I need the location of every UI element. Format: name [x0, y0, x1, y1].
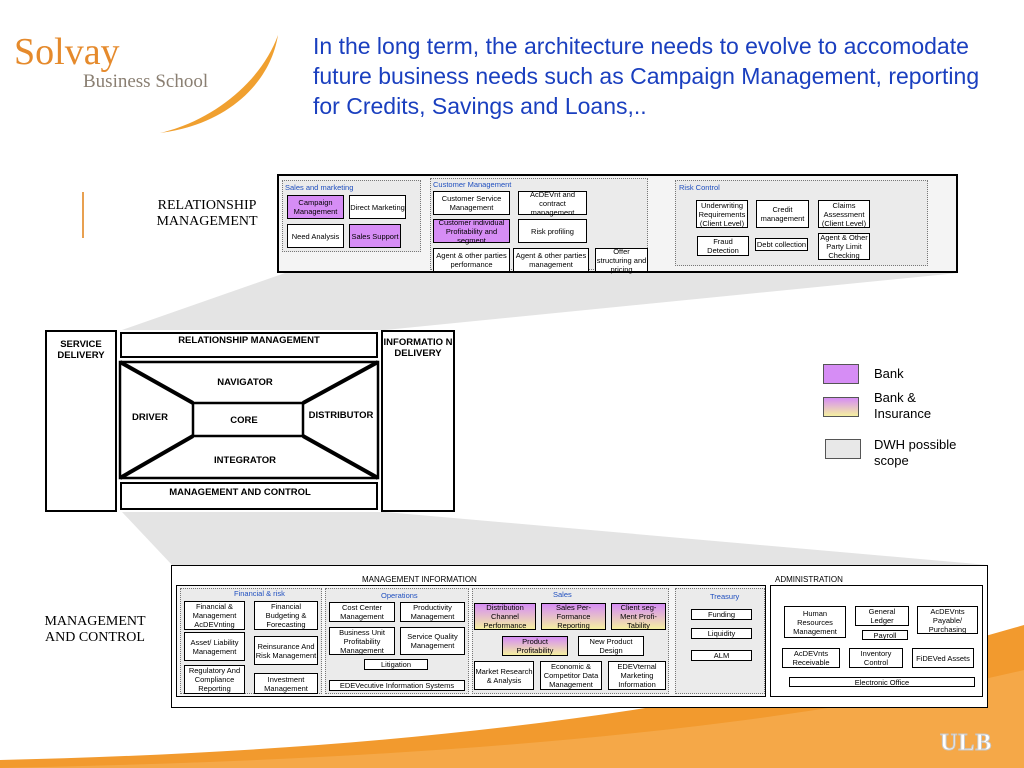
legend-dwh-swatch [825, 439, 861, 459]
need-analysis-box: Need Analysis [287, 224, 344, 248]
client-segment-box: Client seg- Ment Profi- Tability [611, 603, 666, 630]
customer-profitability-box: Customer individual Profitability and se… [433, 218, 510, 245]
payable-box: AcDEVnts Payable/ Purchasing [917, 606, 978, 634]
customer-management-label: Customer Management [433, 180, 512, 189]
product-profitability-box: Product Profitability [502, 636, 568, 656]
agent-management-box: Agent & other parties management [513, 248, 589, 272]
sales-marketing-label: Sales and marketing [285, 183, 354, 192]
label-relationship-management: RELATIONSHIP MANAGEMENT [156, 198, 258, 229]
legend-dwh-label: DWH possible scope [874, 437, 957, 468]
integrator-label: INTEGRATOR [214, 455, 276, 466]
regulatory-box: Regulatory And Compliance Reporting [184, 665, 245, 694]
orange-wave-2 [0, 670, 1024, 768]
hr-box: Human Resources Management [784, 606, 846, 638]
payroll-box: Payroll [862, 630, 908, 640]
contract-management-box: AcDEVnt and contract management [518, 190, 587, 217]
slide-title: In the long term, the architecture needs… [313, 33, 980, 119]
new-product-box: New Product Design [578, 636, 644, 656]
eis-box: EDEVecutive Information Systems [329, 680, 465, 691]
direct-marketing-box: Direct Marketing [349, 195, 406, 219]
agent-limit-box: Agent & Other Party Limit Checking [818, 233, 870, 260]
administration-label: ADMINISTRATION [775, 575, 843, 584]
funding-box: Funding [691, 609, 752, 620]
debt-collection-box: Debt collection [755, 238, 808, 251]
sales-label: Sales [553, 590, 572, 599]
distribution-box: Distribution Channel Performance [474, 603, 536, 630]
economic-data-box: Economic & Competitor Data Management [540, 661, 602, 690]
litigation-box: Litigation [364, 659, 428, 670]
market-research-box: Market Research & Analysis [474, 661, 534, 690]
legend-bank-label: Bank [874, 366, 904, 381]
core-frame [118, 360, 380, 480]
operations-label: Operations [381, 591, 418, 600]
external-marketing-box: EDEVternal Marketing Information [608, 661, 666, 690]
claims-assessment-box: Claims Assessment (Client Level) [818, 200, 870, 228]
alm-box: ALM [691, 650, 752, 661]
campaign-management-box: Campaign Management [287, 195, 344, 219]
receivable-box: AcDEVnts Receivable [782, 648, 840, 668]
asset-liability-box: Asset/ Liability Management [184, 632, 245, 661]
customer-service-box: Customer Service Management [433, 191, 510, 215]
logo-name: Solvay [14, 31, 120, 73]
zoom-band-bottom [122, 512, 988, 565]
sales-performance-box: Sales Per- Formance Reporting [541, 603, 606, 630]
zoom-band-top [122, 273, 958, 330]
investment-box: Investment Management [254, 673, 318, 694]
service-delivery-label: SERVICE DELIVERY [57, 339, 105, 361]
relationship-management-bar [120, 332, 378, 358]
fraud-detection-box: Fraud Detection [697, 236, 749, 256]
information-delivery-label: INFORMATIO N DELIVERY [383, 337, 453, 359]
bu-profitability-box: Business Unit Profitability Management [329, 627, 395, 655]
cost-center-box: Cost Center Management [329, 602, 395, 622]
general-ledger-box: General Ledger [855, 606, 909, 626]
core-label: CORE [230, 415, 258, 426]
treasury-label: Treasury [710, 592, 740, 601]
financial-risk-label: Financial & risk [234, 589, 285, 598]
management-control-label: MANAGEMENT AND CONTROL [169, 487, 311, 498]
navigator-label: NAVIGATOR [217, 377, 273, 388]
driver-label: DRIVER [132, 412, 168, 423]
management-control-bar [120, 482, 378, 510]
offer-structuring-box: Offer structuring and pricing [595, 246, 648, 274]
service-delivery-column [45, 330, 117, 512]
service-quality-box: Service Quality Management [400, 627, 465, 655]
legend-bankins-swatch [823, 397, 859, 417]
information-delivery-column [381, 330, 455, 512]
logo-subtitle: Business School [83, 71, 209, 92]
treasury-group [675, 588, 765, 694]
risk-control-label: Risk Control [679, 183, 720, 192]
legend-bankins-label: Bank & Insurance [874, 390, 932, 421]
relationship-management-label: RELATIONSHIP MANAGEMENT [178, 335, 320, 346]
distributor-label: DISTRIBUTOR [308, 410, 374, 421]
underwriting-box: Underwriting Requirements (Client Level) [696, 200, 748, 228]
productivity-box: Productivity Management [400, 602, 465, 622]
reinsurance-box: Reinsurance And Risk Management [254, 636, 318, 665]
logo-swoosh [160, 35, 278, 133]
fin-budgeting-box: Financial Budgeting & Forecasting [254, 601, 318, 630]
ulb-logo: ULB [939, 730, 993, 757]
legend-bank-swatch [823, 364, 859, 384]
sales-support-box: Sales Support [349, 224, 401, 248]
fixed-assets-box: FiDEVed Assets [912, 648, 974, 668]
label-management-control: MANAGEMENT AND CONTROL [44, 614, 146, 645]
inventory-box: Inventory Control [849, 648, 903, 668]
risk-profiling-box: Risk profiling [518, 219, 587, 243]
management-information-label: MANAGEMENT INFORMATION [362, 575, 477, 584]
liquidity-box: Liquidity [691, 628, 752, 639]
credit-management-box: Credit management [756, 200, 809, 228]
agent-performance-box: Agent & other parties performance [433, 248, 510, 272]
fin-accounting-box: Financial & Management AcDEVnting [184, 601, 245, 630]
electronic-office-box: Electronic Office [789, 677, 975, 687]
